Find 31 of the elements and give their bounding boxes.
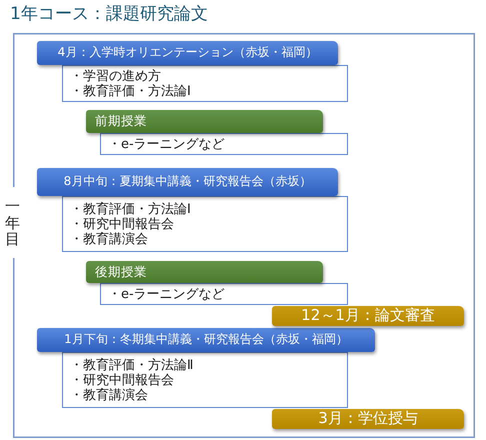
session-bar [37, 41, 338, 65]
bar-label: 12～1月：論文審査 [301, 307, 435, 325]
bar-label: 後期授業 [95, 264, 147, 280]
term-bar [86, 261, 323, 283]
bullet-item: ・教育評価・方法論Ⅰ [70, 202, 191, 217]
bar-label: 4月：入学時オリエンテーション（赤坂・福岡） [58, 46, 318, 60]
milestone-bar [272, 409, 464, 429]
bullet-item: ・教育講演会 [70, 388, 148, 403]
bullet-item: ・教育評価・方法論Ⅱ [70, 358, 194, 373]
bar-label: 8月中旬：夏期集中講義・研究報告会（赤坂） [64, 175, 312, 189]
bullet-item: ・e-ラーニングなど [108, 137, 225, 152]
bar-label: 1月下旬：冬期集中講義・研究報告会（赤坂・福岡） [64, 333, 348, 347]
vertical-label: 一年目 [5, 198, 20, 248]
bar-label: 3月：学位授与 [318, 410, 418, 428]
session-bar [37, 168, 338, 196]
bullet-item: ・e-ラーニングなど [108, 287, 225, 302]
diagram-title: 1年コース：課題研究論文 [10, 4, 208, 25]
content-box [100, 283, 348, 305]
term-bar [86, 110, 323, 133]
content-box [62, 65, 348, 102]
content-box [100, 133, 348, 155]
bullet-item: ・研究中間報告会 [70, 217, 174, 232]
bullet-item: ・教育評価・方法論Ⅰ [70, 84, 191, 99]
content-box [62, 196, 348, 252]
bullet-item: ・研究中間報告会 [70, 373, 174, 388]
bullet-item: ・学習の進め方 [70, 69, 161, 84]
bar-label: 前期授業 [95, 114, 147, 129]
milestone-bar [272, 306, 464, 326]
content-box [62, 352, 348, 408]
session-bar [37, 328, 375, 352]
bullet-item: ・教育講演会 [70, 232, 148, 247]
